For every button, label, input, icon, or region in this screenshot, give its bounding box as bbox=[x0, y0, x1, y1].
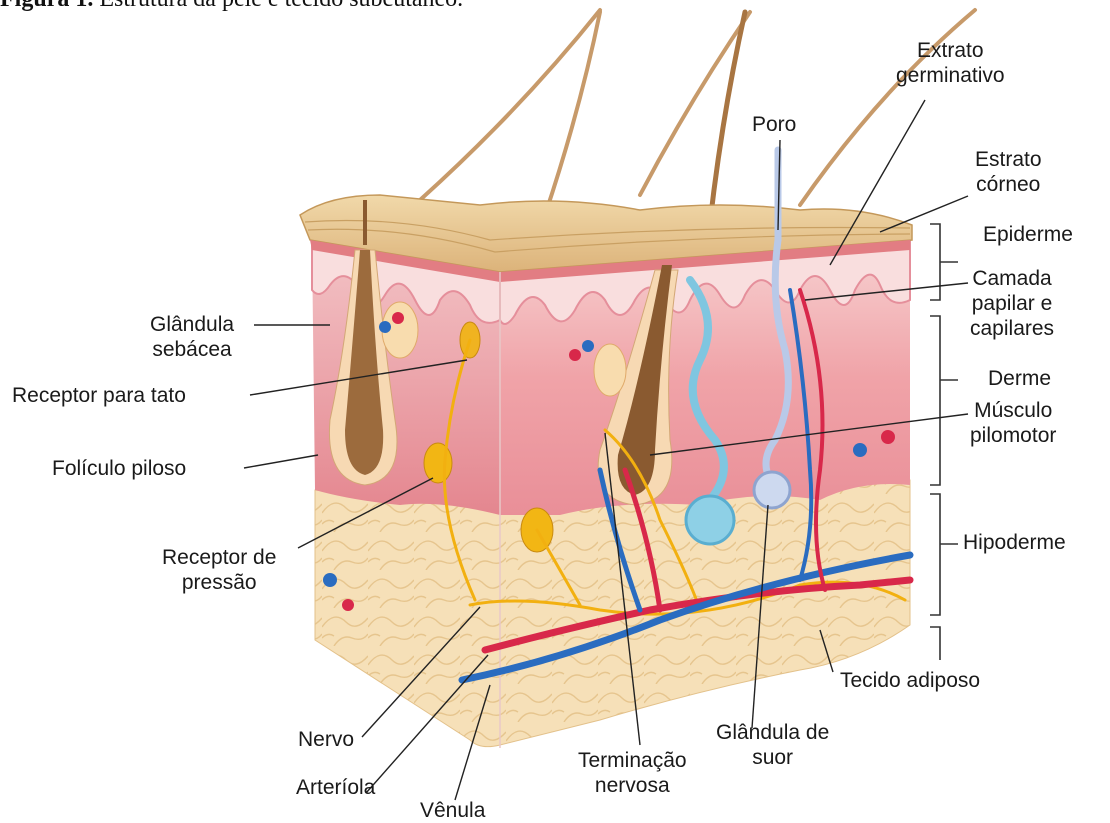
label-camada-papilar: Camada papilar e capilares bbox=[970, 266, 1054, 341]
label-line: Extrato bbox=[896, 38, 1005, 63]
label-line: córneo bbox=[975, 172, 1042, 197]
label-receptor-pressao: Receptor de pressão bbox=[162, 545, 276, 595]
label-nervo: Nervo bbox=[298, 727, 354, 752]
label-line: Receptor de bbox=[162, 545, 276, 570]
label-arteriola: Arteríola bbox=[296, 775, 375, 800]
label-line: germinativo bbox=[896, 63, 1005, 88]
sebaceous-gland-2 bbox=[594, 344, 626, 396]
label-terminacao-nervosa: Terminação nervosa bbox=[578, 748, 687, 798]
pressure-receptor bbox=[424, 443, 452, 483]
label-line: sebácea bbox=[150, 337, 234, 362]
label-line: Glândula de bbox=[716, 720, 829, 745]
label-extrato-germinativo: Extrato germinativo bbox=[896, 38, 1005, 88]
label-line: pressão bbox=[162, 570, 276, 595]
layer-brackets bbox=[930, 224, 958, 660]
label-line: Camada bbox=[970, 266, 1054, 291]
label-epiderme: Epiderme bbox=[983, 222, 1073, 247]
label-foliculo-piloso: Folículo piloso bbox=[52, 456, 186, 481]
label-estrato-corneo: Estrato córneo bbox=[975, 147, 1042, 197]
label-line: Músculo bbox=[970, 398, 1056, 423]
label-line: suor bbox=[716, 745, 829, 770]
label-receptor-tato: Receptor para tato bbox=[12, 383, 186, 408]
label-line: Estrato bbox=[975, 147, 1042, 172]
label-line: Terminação bbox=[578, 748, 687, 773]
label-hipoderme: Hipoderme bbox=[963, 530, 1066, 555]
label-line: papilar e bbox=[970, 291, 1054, 316]
label-venula: Vênula bbox=[420, 798, 485, 823]
label-poro: Poro bbox=[752, 112, 796, 137]
label-line: nervosa bbox=[578, 773, 687, 798]
label-glandula-suor: Glândula de suor bbox=[716, 720, 829, 770]
label-line: pilomotor bbox=[970, 423, 1056, 448]
label-line: capilares bbox=[970, 316, 1054, 341]
label-musculo-pilomotor: Músculo pilomotor bbox=[970, 398, 1056, 448]
label-glandula-sebacea: Glândula sebácea bbox=[150, 312, 234, 362]
label-line: Glândula bbox=[150, 312, 234, 337]
hypodermis bbox=[315, 490, 500, 747]
label-derme: Derme bbox=[988, 366, 1051, 391]
label-tecido-adiposo: Tecido adiposo bbox=[840, 668, 980, 693]
